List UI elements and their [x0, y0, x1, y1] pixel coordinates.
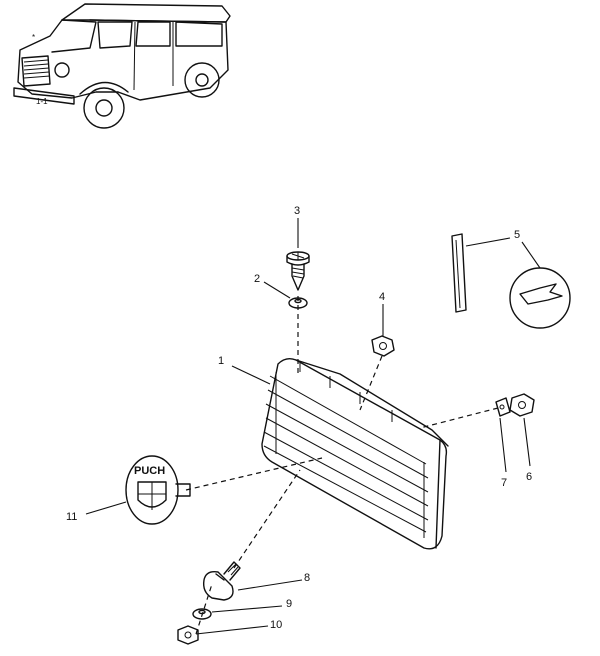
screw	[286, 251, 310, 291]
callout-8: 8	[304, 572, 310, 584]
radiator-grille	[261, 357, 449, 550]
rubber-buffer	[202, 561, 241, 601]
vehicle-plate-mark: 1-1	[36, 97, 48, 106]
washer	[288, 297, 308, 309]
lower-washer	[192, 608, 212, 620]
callout-6: 6	[526, 471, 532, 483]
callout-10: 10	[270, 619, 282, 631]
callout-5: 5	[514, 229, 520, 241]
leader-lines	[85, 218, 541, 635]
callout-9: 9	[286, 598, 292, 610]
callout-2: 2	[254, 273, 260, 285]
assembly-lines	[185, 296, 499, 635]
callout-4: 4	[379, 291, 385, 303]
nut	[371, 335, 395, 357]
callout-7: 7	[501, 477, 507, 489]
seal-detail-magnifier	[509, 267, 571, 329]
vehicle-star-mark: *	[32, 33, 35, 42]
seal-strip	[451, 233, 571, 329]
lower-nut	[177, 625, 199, 645]
puch-badge: PUCH	[125, 455, 191, 525]
nut-and-clip	[495, 393, 535, 417]
callout-3: 3	[294, 205, 300, 217]
callout-11: 11	[66, 511, 77, 523]
callout-numbers: 1 2 3 4 5 6 7 8 9 10 11	[66, 205, 532, 631]
badge-label: PUCH	[134, 465, 165, 477]
vehicle-illustration: * 1-1	[13, 3, 231, 129]
callout-1: 1	[218, 355, 224, 367]
